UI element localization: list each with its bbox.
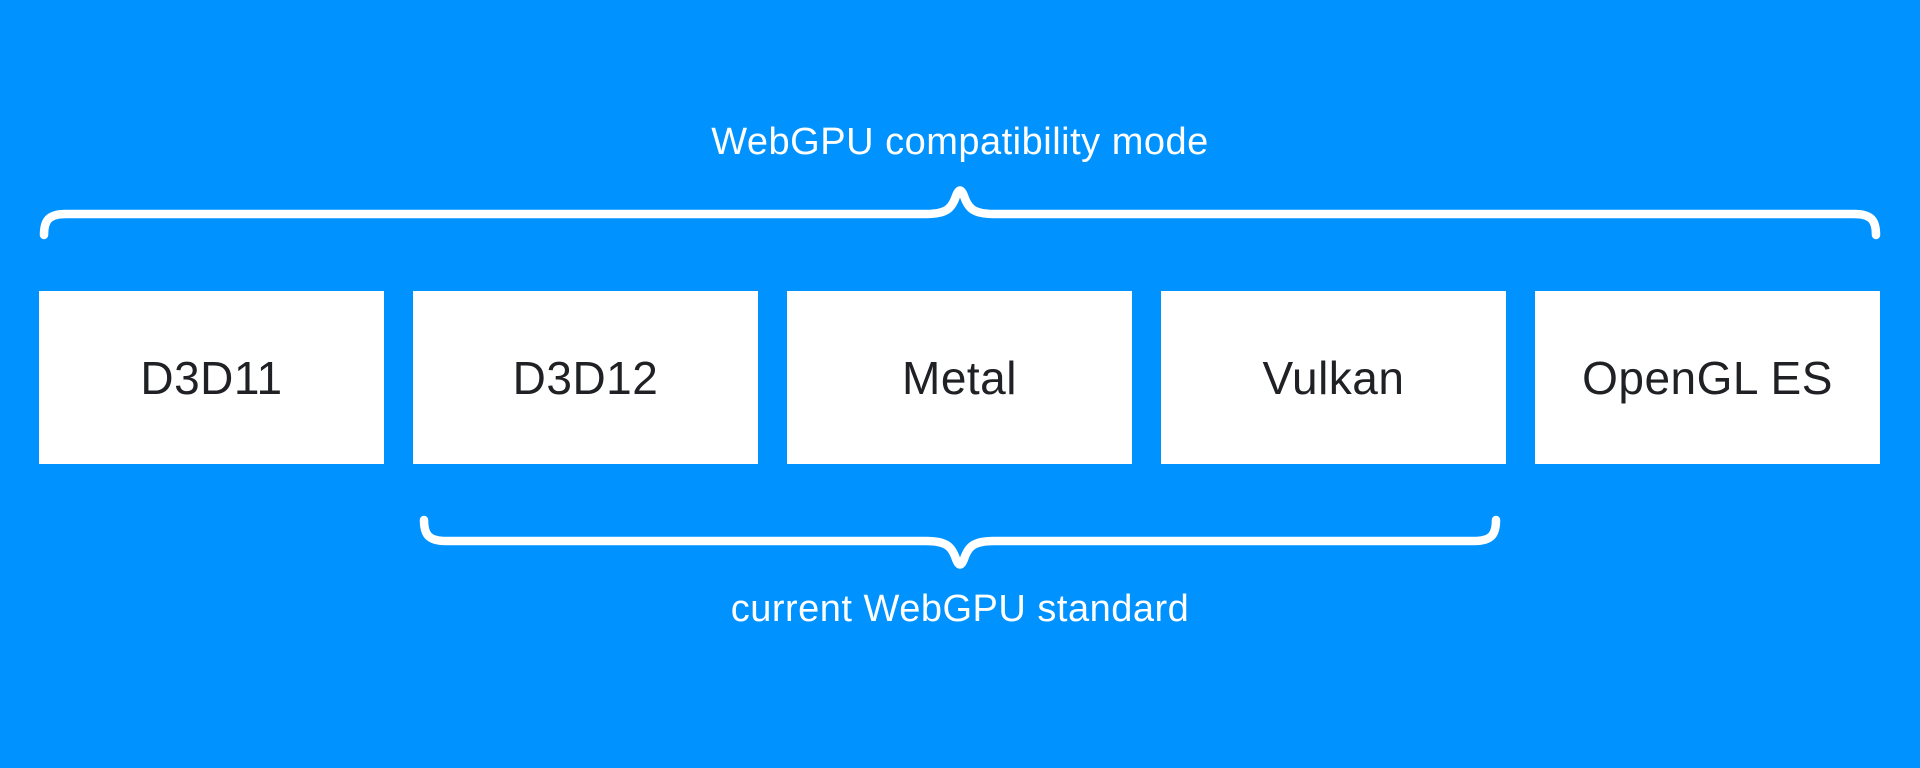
api-box-label: Vulkan xyxy=(1262,351,1405,404)
api-box-opengl-es: OpenGL ES xyxy=(1535,291,1880,464)
api-box-label: D3D11 xyxy=(140,351,283,404)
api-box-label: D3D12 xyxy=(512,351,659,404)
api-box-metal: Metal xyxy=(787,291,1132,464)
api-box-label: OpenGL ES xyxy=(1582,351,1833,404)
top-bracket-label: WebGPU compatibility mode xyxy=(711,121,1209,163)
api-box-d3d11: D3D11 xyxy=(39,291,384,464)
api-box-label: Metal xyxy=(902,351,1017,404)
api-box-vulkan: Vulkan xyxy=(1161,291,1506,464)
api-box-d3d12: D3D12 xyxy=(413,291,758,464)
bottom-bracket-label: current WebGPU standard xyxy=(730,588,1190,630)
